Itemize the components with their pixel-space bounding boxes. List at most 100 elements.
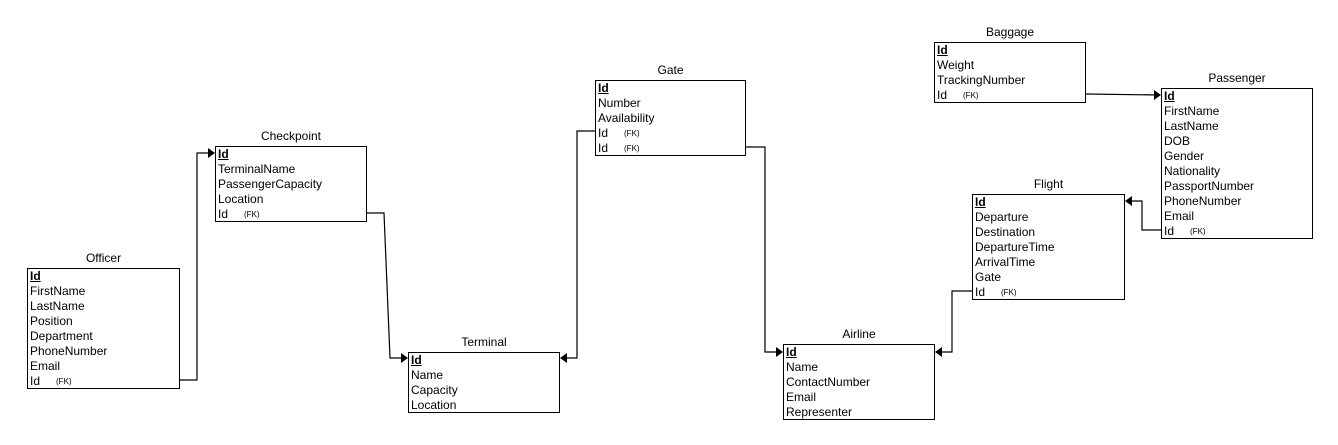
connector-line	[562, 130, 595, 359]
entity-title: Gate	[657, 63, 684, 77]
attribute-name: Capacity	[411, 383, 458, 397]
attribute-name: Id	[411, 353, 422, 367]
attribute-row: PassengerCapacity	[218, 177, 364, 192]
attribute-name: FirstName	[30, 284, 86, 298]
attribute-name: Id	[1164, 89, 1175, 103]
primary-key-attribute: Id	[30, 269, 177, 284]
attribute-name: Number	[598, 96, 641, 110]
attribute-row: Nationality	[1164, 164, 1310, 179]
attribute-row: Destination	[975, 225, 1122, 240]
relationship-flight-airline	[935, 290, 972, 357]
arrowhead-icon	[401, 353, 408, 363]
entity-title: Checkpoint	[260, 129, 322, 143]
attribute-name: Nationality	[1164, 164, 1221, 178]
attribute-name: Id	[975, 285, 986, 299]
attribute-row: Departure	[975, 210, 1122, 225]
attribute-row: PhoneNumber	[30, 344, 177, 359]
attribute-name: DOB	[1164, 134, 1191, 148]
attribute-row: DepartureTime	[975, 240, 1122, 255]
attribute-name: Id	[598, 141, 609, 155]
foreign-key-attribute: Id(FK)	[30, 374, 177, 389]
attribute-name: Email	[786, 390, 817, 404]
attribute-name: Departure	[975, 210, 1029, 224]
attribute-name: Id	[30, 269, 41, 283]
entity-title: Passenger	[1208, 71, 1266, 85]
attribute-name: Email	[30, 359, 61, 373]
primary-key-attribute: Id	[786, 345, 932, 360]
attribute-name: Id	[218, 207, 229, 221]
arrowhead-icon	[208, 148, 215, 158]
primary-key-attribute: Id	[411, 353, 557, 368]
primary-key-attribute: Id	[937, 43, 1083, 58]
attribute-name: TrackingNumber	[937, 73, 1026, 87]
attribute-row: Department	[30, 329, 177, 344]
attribute-name: PassengerCapacity	[218, 177, 323, 191]
relationship-gate-airline	[746, 146, 783, 357]
relationship-baggage-passenger	[1085, 90, 1161, 100]
fk-flag: (FK)	[1001, 288, 1017, 297]
attribute-name: Id	[30, 374, 41, 388]
attribute-name: FirstName	[1164, 104, 1220, 118]
attribute-name: Representer	[786, 405, 853, 419]
attribute-row: LastName	[1164, 119, 1310, 134]
attribute-row: Availability	[598, 111, 743, 126]
attribute-row: LastName	[30, 299, 177, 314]
entity-title: Officer	[85, 251, 122, 265]
arrowhead-icon	[1125, 196, 1132, 206]
attribute-row: FirstName	[1164, 104, 1310, 119]
primary-key-attribute: Id	[598, 81, 743, 96]
attribute-name: Name	[786, 360, 819, 374]
attribute-name: DepartureTime	[975, 240, 1055, 254]
fk-flag: (FK)	[1190, 227, 1206, 236]
attribute-name: PhoneNumber	[1164, 194, 1242, 208]
connector-line	[1085, 93, 1160, 96]
fk-flag: (FK)	[963, 91, 979, 100]
foreign-key-attribute: Id(FK)	[937, 88, 1083, 103]
attribute-name: Id	[786, 345, 797, 359]
attribute-row: TerminalName	[218, 162, 364, 177]
attribute-name: Location	[411, 398, 457, 412]
attribute-name: LastName	[1164, 119, 1219, 133]
fk-flag: (FK)	[244, 210, 260, 219]
relationship-passenger-flight	[1125, 196, 1161, 231]
attribute-row: ArrivalTime	[975, 255, 1122, 270]
attribute-row: PhoneNumber	[1164, 194, 1310, 209]
primary-key-attribute: Id	[218, 147, 364, 162]
attribute-row: Location	[411, 398, 557, 413]
entity-title: Terminal	[461, 335, 507, 349]
entity-title: Baggage	[985, 25, 1035, 39]
fk-flag: (FK)	[624, 144, 640, 153]
relationship-checkpoint-terminal	[367, 212, 408, 363]
foreign-key-attribute: Id(FK)	[598, 126, 743, 141]
attribute-name: TerminalName	[218, 162, 296, 176]
attribute-name: Weight	[937, 58, 975, 72]
connector-line	[1127, 200, 1161, 231]
attribute-name: Email	[1164, 209, 1195, 223]
attribute-row: Position	[30, 314, 177, 329]
attribute-name: LastName	[30, 299, 85, 313]
arrowhead-icon	[1154, 90, 1161, 100]
foreign-key-attribute: Id (FK)	[975, 285, 1122, 300]
attribute-row: Location	[218, 192, 364, 207]
attribute-name: Id	[598, 81, 609, 95]
attribute-row: TrackingNumber	[937, 73, 1083, 88]
arrowhead-icon	[935, 347, 942, 357]
attribute-name: ContactNumber	[786, 375, 871, 389]
attribute-name: Name	[411, 368, 444, 382]
